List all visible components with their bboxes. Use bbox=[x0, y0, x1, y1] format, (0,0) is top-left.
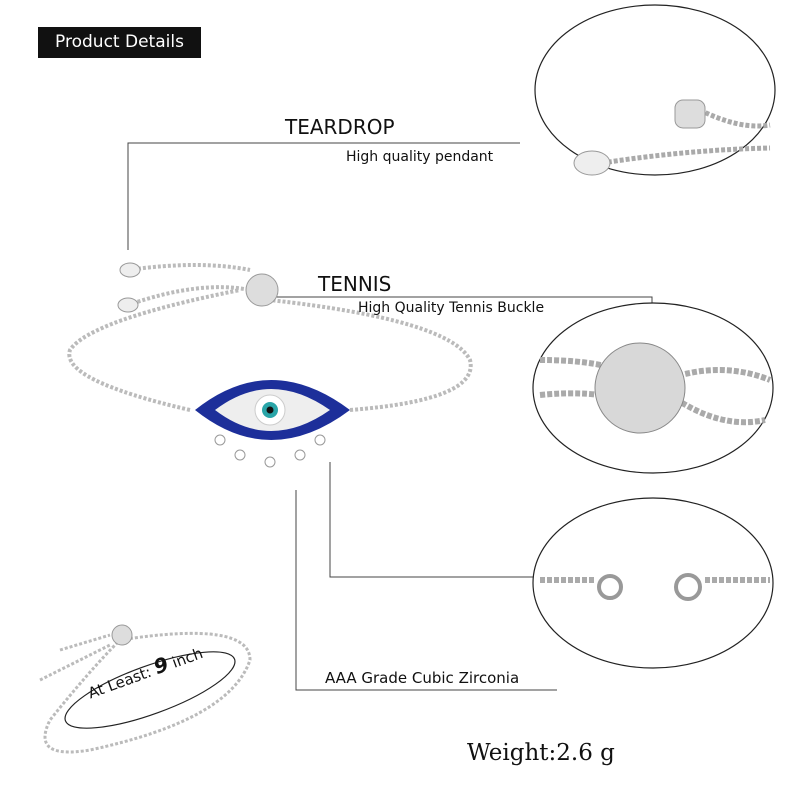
evil-eye-charm bbox=[195, 380, 350, 468]
teardrop-end-bottom bbox=[117, 297, 139, 313]
size-bracelet-bead bbox=[111, 624, 133, 646]
bracelet-chain bbox=[67, 263, 473, 412]
tennis-leader-line bbox=[270, 296, 653, 305]
clasp-ring-left bbox=[597, 574, 623, 600]
zirconia-leader-line bbox=[295, 490, 557, 691]
teardrop-title: TEARDROP bbox=[285, 115, 395, 139]
teardrop-leader-line bbox=[127, 142, 520, 250]
product-details-badge: Product Details bbox=[38, 27, 201, 58]
size-bracelet bbox=[39, 631, 252, 754]
clasp-ring-right bbox=[674, 573, 702, 601]
tennis-title: TENNIS bbox=[318, 272, 392, 296]
weight-label: Weight:2.6 g bbox=[467, 740, 615, 766]
teardrop-detail-chain bbox=[589, 107, 771, 168]
size-number: 9 bbox=[150, 651, 172, 680]
teardrop-pendant bbox=[674, 99, 706, 129]
tennis-subtitle: High Quality Tennis Buckle bbox=[358, 300, 545, 316]
teardrop-detail-circle bbox=[534, 4, 776, 176]
zirconia-subtitle: AAA Grade Cubic Zirconia bbox=[325, 669, 520, 687]
size-label-ellipse bbox=[64, 651, 236, 729]
slider-bead bbox=[245, 273, 279, 307]
teardrop-subtitle: High quality pendant bbox=[346, 149, 494, 165]
teardrop-end-top bbox=[119, 262, 141, 278]
buckle-bead bbox=[594, 342, 686, 434]
clasp-detail-circle bbox=[532, 497, 774, 669]
teardrop-pendant-end bbox=[573, 150, 611, 176]
clasp-leader-line bbox=[329, 462, 535, 578]
